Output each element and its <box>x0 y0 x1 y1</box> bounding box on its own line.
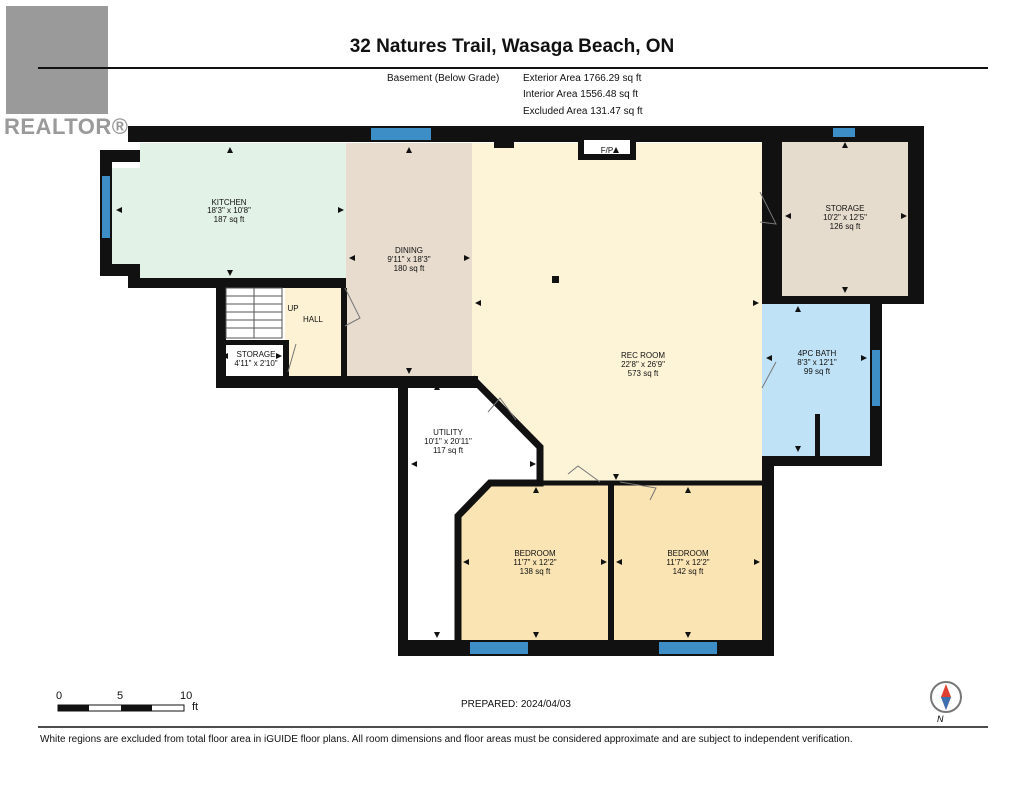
rec-room-name: REC ROOM <box>621 351 665 360</box>
bedroom-2-dims: 11'7" x 12'2" <box>666 558 709 567</box>
bedroom-2-name: BEDROOM <box>667 549 709 558</box>
realtor-logo <box>6 6 108 114</box>
dining-room <box>346 143 472 377</box>
header-rule <box>38 67 988 69</box>
bath-name: 4PC BATH <box>798 349 837 358</box>
utility-dims: 10'1" x 20'11" <box>424 437 472 446</box>
prepared-date: PREPARED: 2024/04/03 <box>461 699 571 710</box>
interior-area: Interior Area 1556.48 sq ft <box>523 89 639 100</box>
kitchen-area: 187 sq ft <box>214 215 245 224</box>
angled-wall <box>454 375 544 648</box>
hall-name: HALL <box>303 315 324 324</box>
footer-disclaimer: White regions are excluded from total fl… <box>40 734 853 745</box>
fireplace-label: F/P <box>601 146 613 155</box>
dining-name: DINING <box>395 246 423 255</box>
bedroom-1-area: 138 sq ft <box>520 567 551 576</box>
kitchen-dims: 18'3" x 10'8" <box>207 206 251 215</box>
windows <box>102 128 880 654</box>
compass-icon: N <box>930 681 962 724</box>
hall-room <box>285 286 346 376</box>
dining-area: 180 sq ft <box>394 264 425 273</box>
realtor-logo-text: REALTOR® <box>4 114 129 139</box>
rec-room <box>472 143 762 483</box>
rec-room-area: 573 sq ft <box>628 369 659 378</box>
walls <box>100 126 924 656</box>
bath-area: 99 sq ft <box>804 367 831 376</box>
scale-label-5: 5 <box>117 690 124 702</box>
level-label: Basement (Below Grade) <box>387 73 500 84</box>
stairs <box>225 287 283 339</box>
compass-north-label: N <box>937 714 944 724</box>
bedroom-1-room <box>460 485 610 640</box>
dimension-arrows <box>116 142 907 638</box>
rec-room-dims: 22'8" x 26'9" <box>621 360 665 369</box>
scale-bar <box>57 704 185 712</box>
scale-label-0: 0 <box>56 690 63 702</box>
bedroom-2-area: 142 sq ft <box>673 567 704 576</box>
page-title: 32 Natures Trail, Wasaga Beach, ON <box>349 36 675 57</box>
kitchen-room <box>112 143 346 280</box>
doors <box>287 191 777 501</box>
bath-dims: 8'3" x 12'1" <box>797 358 837 367</box>
utility-name: UTILITY <box>433 428 463 437</box>
scale-label-10: 10 <box>180 690 193 702</box>
bedroom-1-name: BEDROOM <box>514 549 556 558</box>
dining-dims: 9'11" x 18'3" <box>387 255 430 264</box>
excluded-area: Excluded Area 131.47 sq ft <box>523 106 643 117</box>
bedroom-1-dims: 11'7" x 12'2" <box>513 558 556 567</box>
small-storage-dims: 4'11" x 2'10" <box>234 359 277 368</box>
stairs-up-label: UP <box>287 304 298 313</box>
bedroom-2-room <box>612 485 763 640</box>
storage-name: STORAGE <box>826 204 865 213</box>
small-storage-name: STORAGE <box>237 350 276 359</box>
scale-unit: ft <box>192 701 199 713</box>
room-labels: KITCHEN 18'3" x 10'8" 187 sq ft DINING 9… <box>207 146 867 576</box>
kitchen-name: KITCHEN <box>211 198 246 207</box>
bath-room <box>762 303 870 456</box>
exterior-area: Exterior Area 1766.29 sq ft <box>523 73 642 84</box>
support-post <box>552 276 559 283</box>
utility-area: 117 sq ft <box>433 446 464 455</box>
storage-area: 126 sq ft <box>830 222 861 231</box>
storage-dims: 10'2" x 12'5" <box>823 213 867 222</box>
storage-room <box>781 138 911 296</box>
